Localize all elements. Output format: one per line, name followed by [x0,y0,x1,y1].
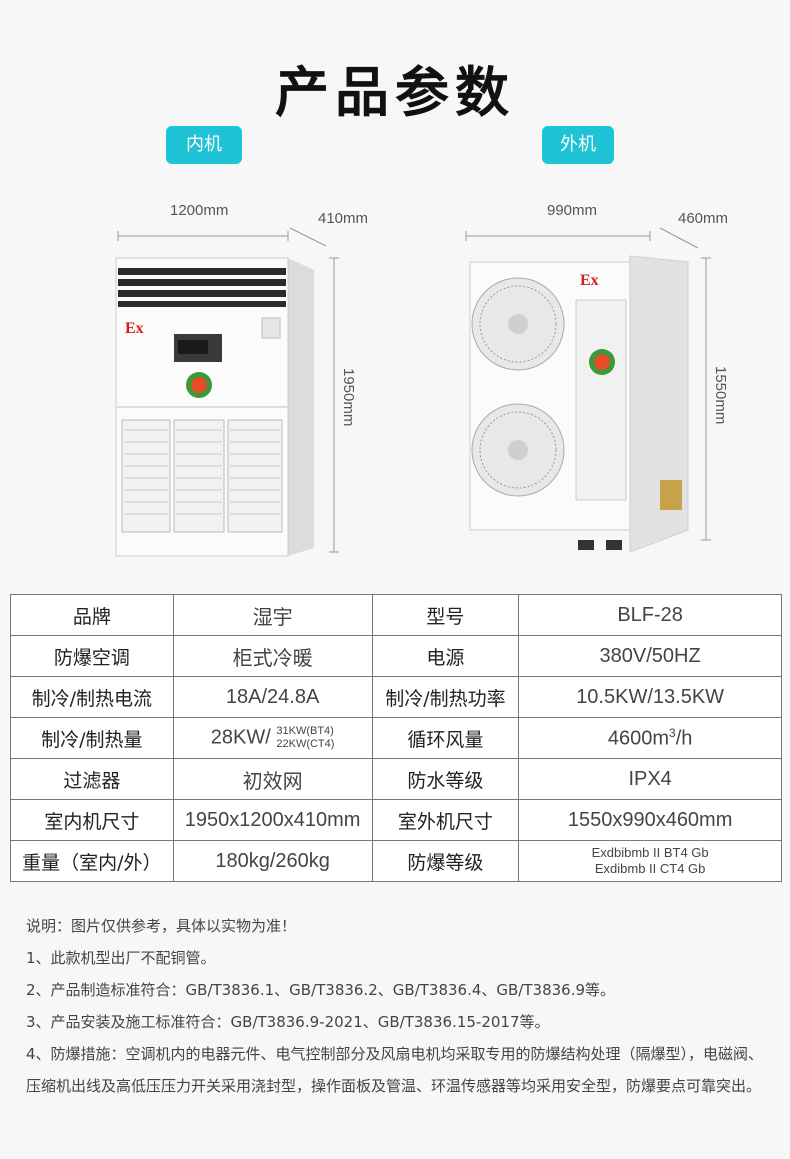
spec-value-sub: 31KW(BT4) [276,725,334,737]
spec-value-tail: /h [675,727,693,750]
outdoor-unit-image [469,255,689,553]
indoor-unit-tab[interactable]: 内机 [166,126,242,164]
spec-value: 380V/50HZ [518,635,782,677]
note-line: 4、防爆措施：空调机内的电器元件、电气控制部分及风扇电机均采取专用的防爆结构处理… [26,1045,764,1095]
spec-key: 制冷/制热量 [10,717,174,759]
spec-value: IPX4 [518,758,782,800]
spec-value: 湿宇 [172,594,373,636]
outdoor-height-label: 1550mm [712,366,729,425]
spec-value-sub: 22KW(CT4) [276,738,335,750]
spec-value: 柜式冷暖 [172,635,373,677]
spec-key: 品牌 [10,594,174,636]
spec-key: 室内机尺寸 [10,799,174,841]
spec-key: 循环风量 [371,717,520,759]
spec-key: 防爆空调 [10,635,174,677]
spec-value: BLF-28 [518,594,782,636]
table-row: 重量（室内/外） 180kg/260kg 防爆等级 Exdbibmb II BT… [10,840,782,882]
note-line: 2、产品制造标准符合：GB/T3836.1、GB/T3836.2、GB/T383… [26,981,616,999]
indoor-height-label: 1950mm [340,368,357,427]
table-row: 品牌 湿宇 型号 BLF-28 [10,594,782,636]
spec-key: 室外机尺寸 [371,799,520,841]
spec-value: 1550x990x460mm [518,799,782,841]
spec-key: 过滤器 [10,758,174,800]
table-row: 室内机尺寸 1950x1200x410mm 室外机尺寸 1550x990x460… [10,799,782,841]
spec-key: 重量（室内/外） [10,840,174,882]
outdoor-ex-badge: Ex [580,272,599,289]
spec-value: 1950x1200x410mm [172,799,373,841]
indoor-ex-badge: Ex [125,320,144,337]
indoor-width-label: 1200mm [170,202,229,219]
table-row: 过滤器 初效网 防水等级 IPX4 [10,758,782,800]
spec-value-main: 4600m [607,727,669,750]
spec-value: 180kg/260kg [172,840,373,882]
indoor-depth-label: 410mm [318,210,369,227]
spec-value: Exdbibmb II BT4 Gb Exdibmb II CT4 Gb [518,840,782,882]
note-line: 1、此款机型出厂不配铜管。 [26,949,216,967]
outdoor-depth-label: 460mm [678,210,729,227]
spec-value: 18A/24.8A [172,676,373,718]
spec-value: 初效网 [172,758,373,800]
indoor-unit-image [115,257,314,557]
notes-section: 说明：图片仅供参考，具体以实物为准！ 1、此款机型出厂不配铜管。 2、产品制造标… [26,910,771,1102]
spec-value-main: 28KW/ [210,726,271,749]
note-line: 说明：图片仅供参考，具体以实物为准！ [26,917,297,935]
spec-value: 10.5KW/13.5KW [518,676,782,718]
spec-key: 制冷/制热功率 [371,676,520,718]
note-line: 3、产品安装及施工标准符合：GB/T3836.9-2021、GB/T3836.1… [26,1013,550,1031]
spec-key: 制冷/制热电流 [10,676,174,718]
page-title: 产品参数 [275,61,515,124]
table-row: 防爆空调 柜式冷暖 电源 380V/50HZ [10,635,782,677]
outdoor-unit-tab[interactable]: 外机 [542,126,614,164]
spec-value: 28KW/ 31KW(BT4) 22KW(CT4) [172,717,373,759]
table-row: 制冷/制热量 28KW/ 31KW(BT4) 22KW(CT4) 循环风量 46… [10,717,782,759]
spec-value-line: Exdibmb II CT4 Gb [594,861,706,876]
table-row: 制冷/制热电流 18A/24.8A 制冷/制热功率 10.5KW/13.5KW [10,676,782,718]
spec-key: 防水等级 [371,758,520,800]
spec-value-line: Exdbibmb II BT4 Gb [591,845,709,860]
spec-table: 品牌 湿宇 型号 BLF-28 防爆空调 柜式冷暖 电源 380V/50HZ 制… [10,594,782,882]
outdoor-width-label: 990mm [547,202,598,219]
spec-key: 型号 [371,594,520,636]
spec-value-sup: 3 [669,725,676,740]
spec-value: 4600m3/h [518,717,782,759]
spec-key: 电源 [371,635,520,677]
spec-key: 防爆等级 [371,840,520,882]
